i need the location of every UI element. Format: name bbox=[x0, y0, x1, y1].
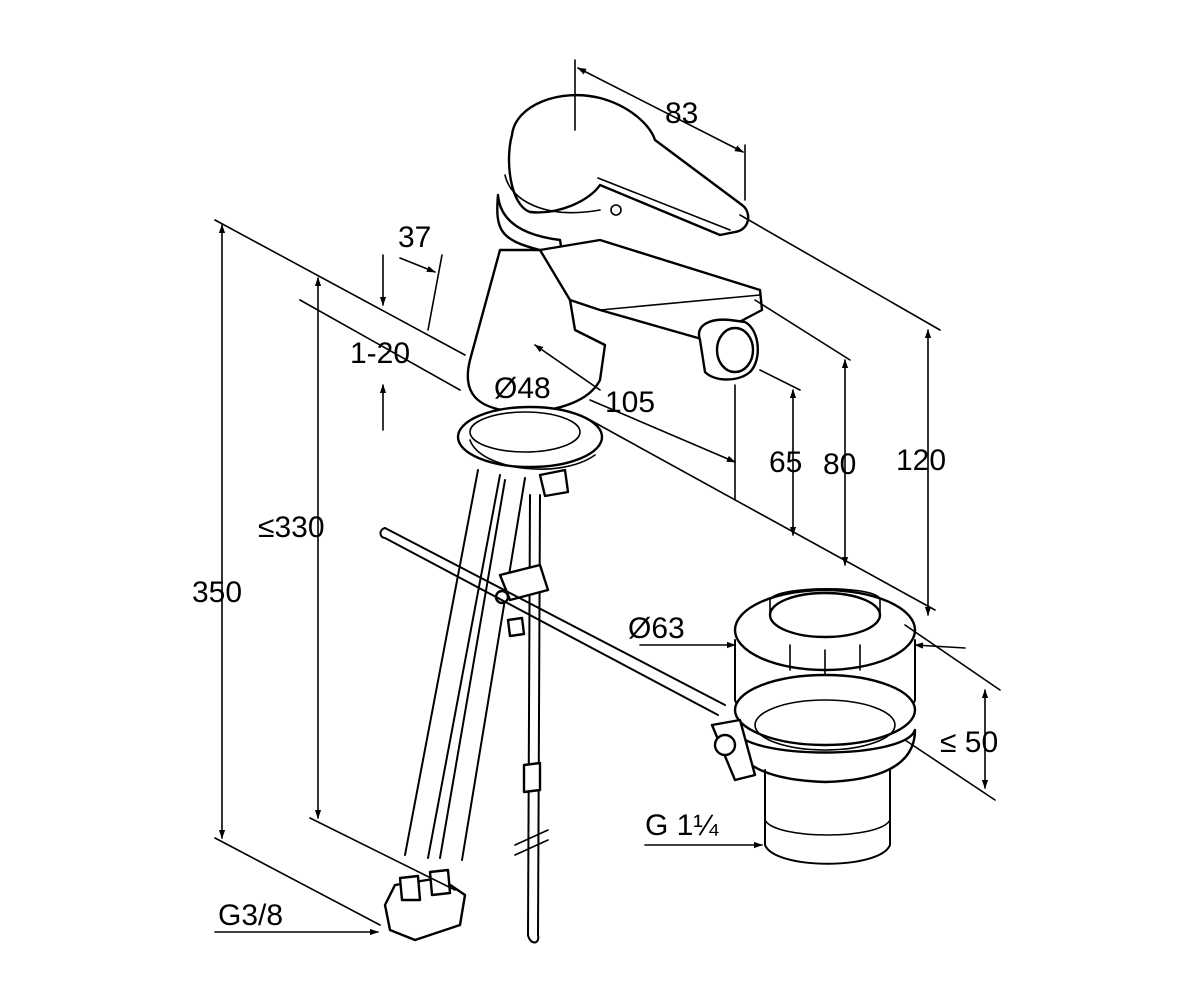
supply-fitting bbox=[383, 876, 467, 942]
dimension-lines bbox=[214, 59, 1001, 936]
lever-handle bbox=[507, 93, 750, 237]
faucet bbox=[379, 93, 764, 944]
label-80: 80 bbox=[823, 448, 856, 481]
label-350: 350 bbox=[192, 576, 242, 609]
waste-valve bbox=[710, 587, 917, 865]
base-rosette bbox=[456, 405, 604, 469]
label-thread-supply: G3/8 bbox=[218, 899, 283, 932]
popup-rod bbox=[527, 494, 531, 936]
label-50: ≤ 50 bbox=[940, 726, 998, 759]
label-37: 37 bbox=[398, 221, 431, 254]
label-thread-waste: G 1¼ bbox=[645, 809, 719, 842]
label-diameter-63: Ø63 bbox=[628, 612, 685, 645]
label-83: 83 bbox=[665, 97, 698, 130]
label-105: 105 bbox=[605, 386, 655, 419]
supply-hose-right bbox=[439, 479, 506, 859]
waste-plug bbox=[768, 591, 882, 639]
label-65: 65 bbox=[769, 446, 802, 479]
dimension-labels: 83 37 1-20 Ø48 105 65 80 120 ≤330 350 Ø6… bbox=[192, 97, 998, 932]
handle-hole bbox=[610, 204, 622, 216]
label-1-20: 1-20 bbox=[350, 337, 410, 370]
pull-rod bbox=[384, 527, 726, 706]
label-diameter-48: Ø48 bbox=[494, 372, 551, 405]
aerator-outlet bbox=[715, 326, 755, 374]
label-120: 120 bbox=[896, 444, 946, 477]
waste-body bbox=[764, 769, 891, 865]
supply-hose-left bbox=[404, 469, 479, 856]
label-330: ≤330 bbox=[258, 511, 325, 544]
